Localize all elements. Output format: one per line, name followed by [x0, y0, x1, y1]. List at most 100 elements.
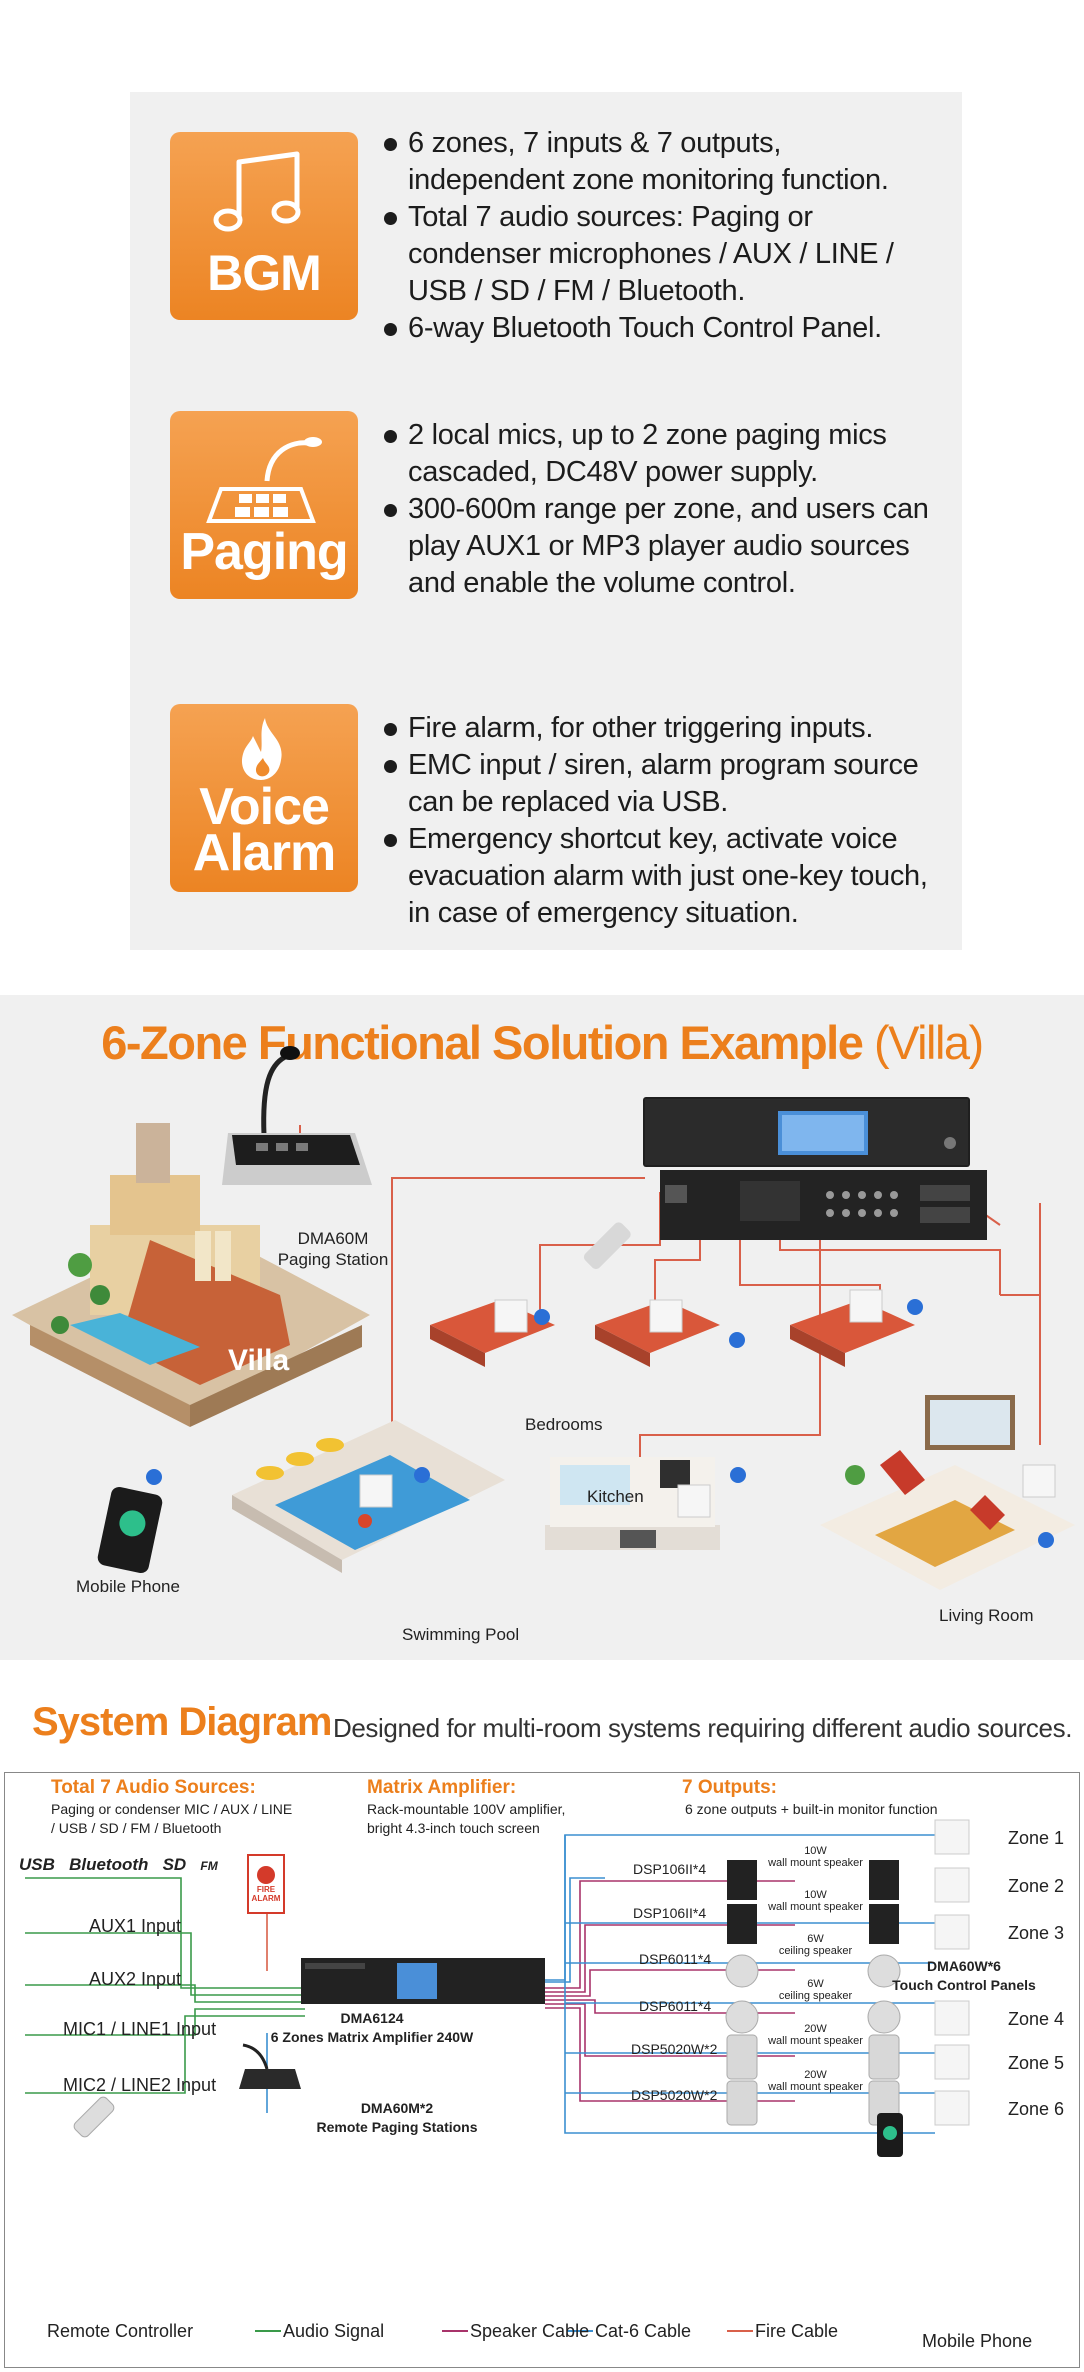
bgm-bullets: 6 zones, 7 inputs & 7 outputs, independe… [384, 125, 944, 347]
paging-badge: Paging [170, 411, 358, 599]
matrix-desc-line: bright 4.3-inch touch screen [367, 1820, 540, 1836]
legend-remote-controller: Remote Controller [47, 2321, 194, 2341]
zone-label: Zone 5 [1008, 2053, 1065, 2073]
speaker-power: 20W [804, 2069, 827, 2081]
villa-title: 6-Zone Functional Solution Example (Vill… [0, 1015, 1084, 1070]
legend-mobile-phone: Mobile Phone [922, 2331, 1033, 2351]
speaker-power: 6W [807, 1933, 824, 1945]
sources-desc-line: / USB / SD / FM / Bluetooth [51, 1820, 222, 1836]
panels-model: DMA60W*6 [927, 1958, 1001, 1974]
panels-label: DMA60W*6 Touch Control Panels [889, 1957, 1039, 1995]
usb-logo: USB [19, 1855, 55, 1874]
paging-station-desc: Paging Station [277, 1250, 389, 1269]
speaker-type: wall mount speaker [768, 1901, 863, 1913]
touch-control-panels [934, 1819, 970, 2126]
legend-cat6-cable: Cat-6 Cable [595, 2321, 692, 2341]
sources-desc-line: Paging or condenser MIC / AUX / LINE [51, 1801, 293, 1817]
diagram-wiring [25, 1819, 970, 2332]
remote-paging-label: DMA60M*2 Remote Paging Stations [297, 2099, 497, 2137]
aux1-input-label: AUX1 Input [89, 1916, 182, 1936]
badge-label: Paging [180, 523, 348, 581]
system-subtitle: Designed for multi-room systems requirin… [333, 1713, 1073, 1743]
remote-paging-desc: Remote Paging Stations [316, 2119, 478, 2135]
voice-alarm-bullets: Fire alarm, for other triggering inputs.… [384, 710, 944, 932]
remote-paging-model: DMA60M*2 [360, 2100, 434, 2116]
fm-logo: FM [200, 1859, 218, 1873]
bluetooth-logo: Bluetooth [69, 1855, 149, 1874]
living-room-label: Living Room [939, 1606, 1034, 1625]
remote-control-illustration [583, 1222, 631, 1270]
speakers [725, 1860, 901, 2126]
aux2-input-label: AUX2 Input [89, 1969, 182, 1989]
paging-mic-icon [206, 437, 322, 523]
outputs-desc: 6 zone outputs + built-in monitor functi… [685, 1801, 938, 1817]
music-note-icon [213, 151, 301, 232]
zone-label: Zone 4 [1008, 2009, 1065, 2029]
sources-desc: Paging or condenser MIC / AUX / LINE / U… [51, 1800, 292, 1838]
matrix-desc-line: Rack-mountable 100V amplifier, [367, 1801, 566, 1817]
zone-label: Zone 3 [1008, 1923, 1065, 1943]
bullet: 6 zones, 7 inputs & 7 outputs, independe… [384, 125, 944, 199]
matrix-amplifier-diagram [301, 1958, 545, 2004]
paging-station-label: DMA60M Paging Station [268, 1228, 398, 1270]
speaker-power: 10W [804, 1889, 827, 1901]
speaker-type: ceiling speaker [778, 1945, 853, 1957]
fire-alarm-line: FIRE [256, 1885, 276, 1894]
diagram-frame: Total 7 Audio Sources: Paging or condens… [4, 1772, 1080, 2368]
fire-alarm-label: FIRE ALARM [248, 1885, 284, 1903]
source-logos: USB Bluetooth SD FM [19, 1855, 239, 1876]
bullet: Total 7 audio sources: Paging or condens… [384, 199, 944, 310]
zone-label: Zone 6 [1008, 2099, 1065, 2119]
features-panel: BGM 6 zones, 7 inputs & 7 outputs, indep… [130, 92, 962, 950]
badge-label: Voice [199, 778, 330, 836]
sd-logo: SD [162, 1855, 187, 1874]
living-room-illustration [820, 1395, 1075, 1590]
zone-label: Zone 2 [1008, 1876, 1065, 1896]
bgm-badge: BGM [170, 132, 358, 320]
swimming-pool-label: Swimming Pool [402, 1625, 520, 1644]
zone-label: Zone 1 [1008, 1828, 1065, 1848]
bullet: 2 local mics, up to 2 zone paging mics c… [384, 417, 944, 491]
speaker-power: 10W [804, 1845, 827, 1857]
speaker-type: wall mount speaker [768, 2081, 863, 2093]
villa-title-paren: (Villa) [873, 1016, 984, 1069]
remote-paging-station-diagram [239, 2043, 301, 2089]
speaker-type: ceiling speaker [778, 1990, 853, 2002]
speaker-model: DSP106II*4 [633, 1861, 707, 1877]
villa-example: 6-Zone Functional Solution Example (Vill… [0, 995, 1084, 1660]
bullet: 6-way Bluetooth Touch Control Panel. [384, 310, 944, 347]
paging-bullets: 2 local mics, up to 2 zone paging mics c… [384, 417, 944, 602]
fire-alarm-line: ALARM [251, 1894, 281, 1903]
fire-alarm-box [247, 1854, 285, 1914]
legend-speaker-cable: Speaker Cable [470, 2321, 590, 2341]
touch-panels [359, 1289, 1056, 1518]
matrix-heading: Matrix Amplifier: [367, 1777, 517, 1798]
matrix-desc: Rack-mountable 100V amplifier, bright 4.… [367, 1800, 565, 1838]
villa-house [12, 1123, 370, 1427]
paging-station-model: DMA60M [297, 1229, 369, 1248]
speaker-model: DSP106II*4 [633, 1905, 707, 1921]
paging-station [222, 1046, 372, 1185]
mic2-input-label: MIC2 / LINE2 Input [63, 2075, 217, 2095]
amp-label: DMA6124 6 Zones Matrix Amplifier 240W [257, 2009, 487, 2047]
villa-title-main: 6-Zone Functional Solution Example [101, 1016, 864, 1069]
speaker-model: DSP5020W*2 [631, 2087, 718, 2103]
system-diagram: System Diagram Designed for multi-room s… [0, 1692, 1084, 2372]
sources-heading: Total 7 Audio Sources: [51, 1777, 256, 1798]
speaker-type: wall mount speaker [768, 1857, 863, 1869]
mic1-input-label: MIC1 / LINE1 Input [63, 2019, 217, 2039]
bullet: EMC input / siren, alarm program source … [384, 747, 944, 821]
amp-desc: 6 Zones Matrix Amplifier 240W [270, 2029, 474, 2045]
speaker-model: DSP6011*4 [639, 1951, 712, 1967]
bullet: Fire alarm, for other triggering inputs. [384, 710, 944, 747]
kitchen-label: Kitchen [587, 1487, 644, 1506]
bullet: 300-600m range per zone, and users can p… [384, 491, 944, 602]
matrix-amplifier [643, 1097, 987, 1240]
amp-model: DMA6124 [340, 2010, 404, 2026]
remote-controller-icon [73, 2096, 115, 2138]
